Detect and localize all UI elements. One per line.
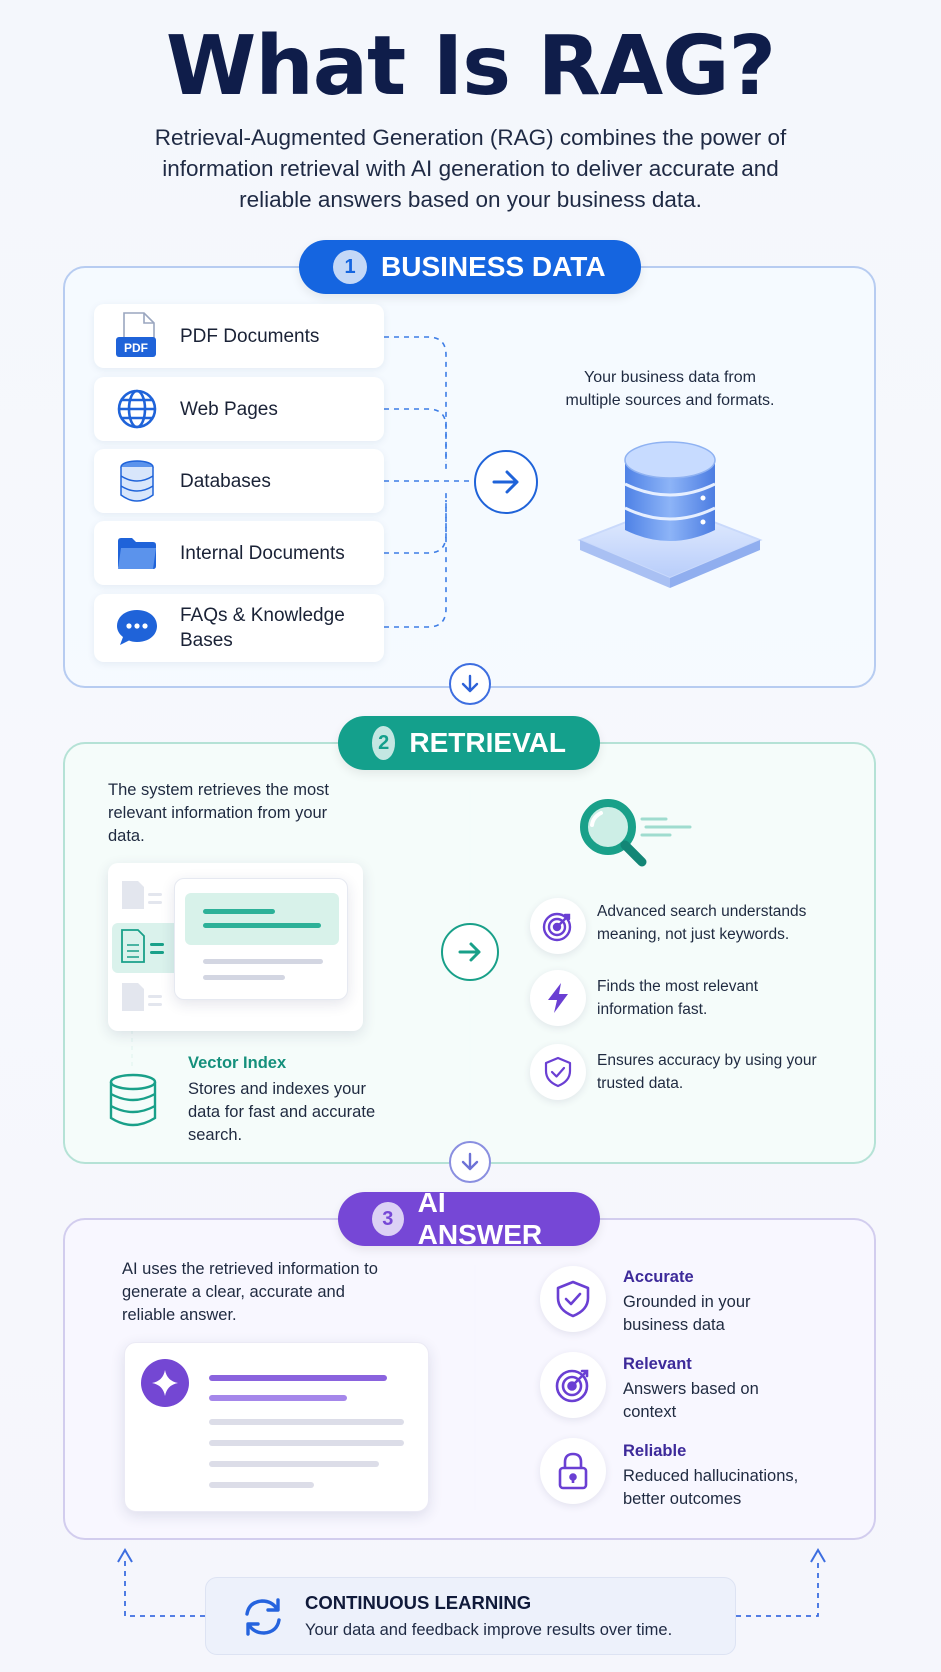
shield-check-icon bbox=[540, 1266, 606, 1332]
folder-icon bbox=[110, 526, 164, 580]
source-label: Internal Documents bbox=[180, 542, 345, 564]
chat-bubble-icon bbox=[110, 601, 164, 655]
section-number: 3 bbox=[372, 1202, 404, 1236]
arrow-down-icon bbox=[449, 1141, 491, 1183]
section-label: BUSINESS DATA bbox=[381, 251, 606, 282]
feature-text: Reduced hallucinations, better outcomes bbox=[623, 1467, 799, 1508]
source-pdf-documents: PDF PDF Documents bbox=[94, 304, 384, 368]
retrieval-feature-text: Finds the most relevant information fast… bbox=[597, 978, 759, 1018]
source-faqs-knowledge-bases: FAQs & Knowledge Bases bbox=[94, 594, 384, 662]
feature-title-reliable: Reliable bbox=[623, 1442, 687, 1460]
continuous-learning-text: Your data and feedback improve results o… bbox=[305, 1621, 673, 1639]
section-badge-retrieval: 2 RETRIEVAL bbox=[338, 716, 600, 770]
feature-title-relevant: Relevant bbox=[623, 1355, 692, 1373]
ai-answer-description: AI uses the retrieved information to gen… bbox=[122, 1260, 378, 1324]
section-label: RETRIEVAL bbox=[409, 727, 566, 758]
source-internal-documents: Internal Documents bbox=[94, 521, 384, 585]
feature-text: Grounded in your business data bbox=[623, 1293, 751, 1334]
retrieved-result-card bbox=[174, 878, 348, 1000]
magnifier-search-icon bbox=[574, 795, 694, 875]
target-icon bbox=[530, 898, 586, 954]
svg-text:PDF: PDF bbox=[124, 341, 148, 355]
source-web-pages: Web Pages bbox=[94, 377, 384, 441]
source-label: Web Pages bbox=[180, 398, 278, 420]
continuous-learning-title: CONTINUOUS LEARNING bbox=[305, 1592, 532, 1613]
section-badge-ai-answer: 3 AI ANSWER bbox=[338, 1187, 600, 1250]
refresh-icon bbox=[240, 1594, 286, 1640]
target-icon bbox=[540, 1352, 606, 1418]
lock-icon bbox=[540, 1438, 606, 1504]
section-label: AI ANSWER bbox=[417, 1187, 543, 1250]
source-label: FAQs & Knowledge Bases bbox=[180, 605, 345, 651]
feature-text: Answers based on context bbox=[623, 1380, 759, 1421]
pdf-icon: PDF bbox=[110, 309, 164, 363]
learning-arrow-right bbox=[810, 1548, 826, 1563]
feature-title-accurate: Accurate bbox=[623, 1268, 694, 1286]
arrow-right-icon bbox=[441, 923, 499, 981]
arrow-right-icon bbox=[474, 450, 538, 514]
lightning-icon bbox=[530, 970, 586, 1026]
ai-answer-card bbox=[124, 1342, 429, 1512]
database-stack-icon bbox=[575, 430, 765, 590]
shield-check-icon bbox=[530, 1044, 586, 1100]
continuous-learning-box bbox=[205, 1577, 736, 1655]
page-title: What Is RAG? bbox=[165, 19, 776, 114]
vector-index-text: Stores and indexes your data for fast an… bbox=[188, 1080, 376, 1144]
section-number: 1 bbox=[333, 250, 367, 284]
learning-arrow-left bbox=[117, 1548, 133, 1563]
section-badge-business-data: 1 BUSINESS DATA bbox=[299, 240, 641, 294]
business-data-description: Your business data from multiple sources… bbox=[565, 369, 775, 409]
source-databases: Databases bbox=[94, 449, 384, 513]
arrow-down-icon bbox=[449, 663, 491, 705]
globe-icon bbox=[110, 382, 164, 436]
vector-index-title: Vector Index bbox=[188, 1054, 287, 1072]
section-number: 2 bbox=[372, 726, 396, 760]
vector-database-icon bbox=[106, 1072, 160, 1130]
database-icon bbox=[110, 454, 164, 508]
retrieval-feature-text: Ensures accuracy by using your trusted d… bbox=[597, 1052, 817, 1092]
page-subtitle: Retrieval-Augmented Generation (RAG) com… bbox=[154, 125, 787, 212]
source-label: PDF Documents bbox=[180, 325, 320, 347]
retrieval-feature-text: Advanced search understands meaning, not… bbox=[597, 903, 807, 943]
retrieval-description: The system retrieves the most relevant i… bbox=[108, 781, 329, 845]
source-label: Databases bbox=[180, 470, 271, 492]
